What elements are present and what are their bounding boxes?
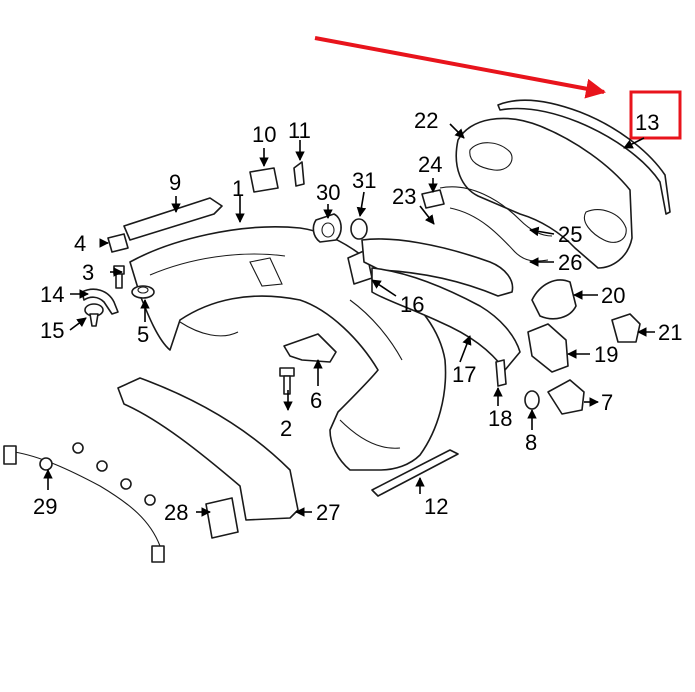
callout-20: 20 [601,283,625,308]
callout-24: 24 [418,152,442,177]
callout-31: 31 [352,168,376,193]
part-3-screw [113,265,125,289]
part-23-absorber [361,238,514,297]
callout-22: 22 [414,108,438,133]
part-10-cover [249,167,279,193]
callout-8: 8 [525,430,537,455]
red-pointer-arrow [314,36,606,99]
callout-21: 21 [658,320,682,345]
callout-28: 28 [164,500,188,525]
part-31-seal [350,218,368,240]
part-6-bracket [283,333,337,363]
part-7-bracket [547,379,585,415]
callout-27: 27 [316,500,340,525]
callout-25: 25 [558,222,582,247]
callout-6: 6 [310,388,322,413]
part-15-pin [84,303,104,327]
highlight-box [629,90,682,140]
callout-1: 1 [232,176,244,201]
callout-14: 14 [40,282,64,307]
part-25-harness [439,186,553,237]
callout-11: 11 [288,118,311,143]
callout-7: 7 [601,390,613,415]
part-8-washer [524,390,540,410]
callout-26: 26 [558,250,582,275]
callout-29: 29 [33,494,57,519]
part-29-harness [3,442,165,563]
part-4-nut [107,233,129,253]
callout-19: 19 [594,342,618,367]
part-21-bracket [611,313,641,343]
part-19-bracket [527,323,569,373]
part-13-trim-strip [497,99,671,215]
part-24-sensor [421,189,445,209]
part-5-grommet [131,285,155,299]
part-1-detail [149,253,403,449]
part-30-sensor [312,213,342,243]
callout-3: 3 [82,260,94,285]
part-9-bracket [123,197,223,241]
callout-12: 12 [424,494,448,519]
callout-5: 5 [137,322,149,347]
part-11-clip [293,161,305,187]
callout-30: 30 [316,180,340,205]
part-12-strip [371,449,459,497]
callout-4: 4 [74,231,86,256]
leader-lines [43,123,655,517]
callout-16: 16 [400,292,424,317]
callout-10: 10 [252,122,276,147]
callout-2: 2 [280,416,292,441]
callout-13: 13 [635,110,659,135]
part-28-cover [205,497,239,539]
part-22-detail [469,142,627,243]
part-2-bolt [279,367,295,395]
part-18-clip [495,359,507,387]
part-20-housing [531,279,577,320]
callout-18: 18 [488,406,512,431]
part-22-diffuser [455,117,633,269]
callout-23: 23 [392,184,416,209]
callout-9: 9 [169,170,181,195]
callout-17: 17 [452,362,476,387]
callout-15: 15 [40,318,64,343]
